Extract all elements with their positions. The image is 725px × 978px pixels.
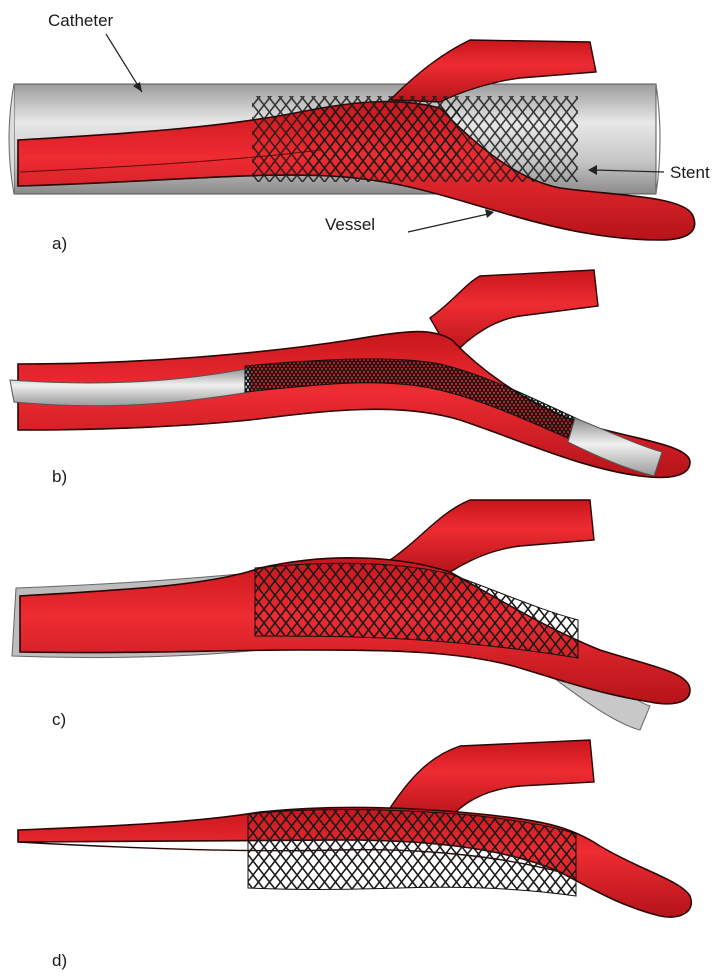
vessel-arrow bbox=[408, 214, 488, 232]
panel-label-b: b) bbox=[52, 467, 67, 486]
stent-mesh bbox=[252, 96, 578, 182]
vessel-branch bbox=[390, 500, 594, 572]
panel-c bbox=[12, 500, 690, 730]
panel-b bbox=[10, 270, 690, 477]
panel-label-c: c) bbox=[52, 710, 66, 729]
stent-label: Stent bbox=[670, 163, 710, 182]
panel-label-a: a) bbox=[52, 234, 67, 253]
panel-a bbox=[9, 40, 695, 240]
catheter-label: Catheter bbox=[48, 11, 114, 30]
panel-label-d: d) bbox=[52, 951, 67, 970]
vessel-label: Vessel bbox=[325, 215, 375, 234]
panel-d bbox=[18, 740, 691, 917]
vessel-branch bbox=[390, 740, 594, 820]
stent-deployed bbox=[248, 810, 576, 896]
catheter-arrow bbox=[106, 34, 142, 92]
